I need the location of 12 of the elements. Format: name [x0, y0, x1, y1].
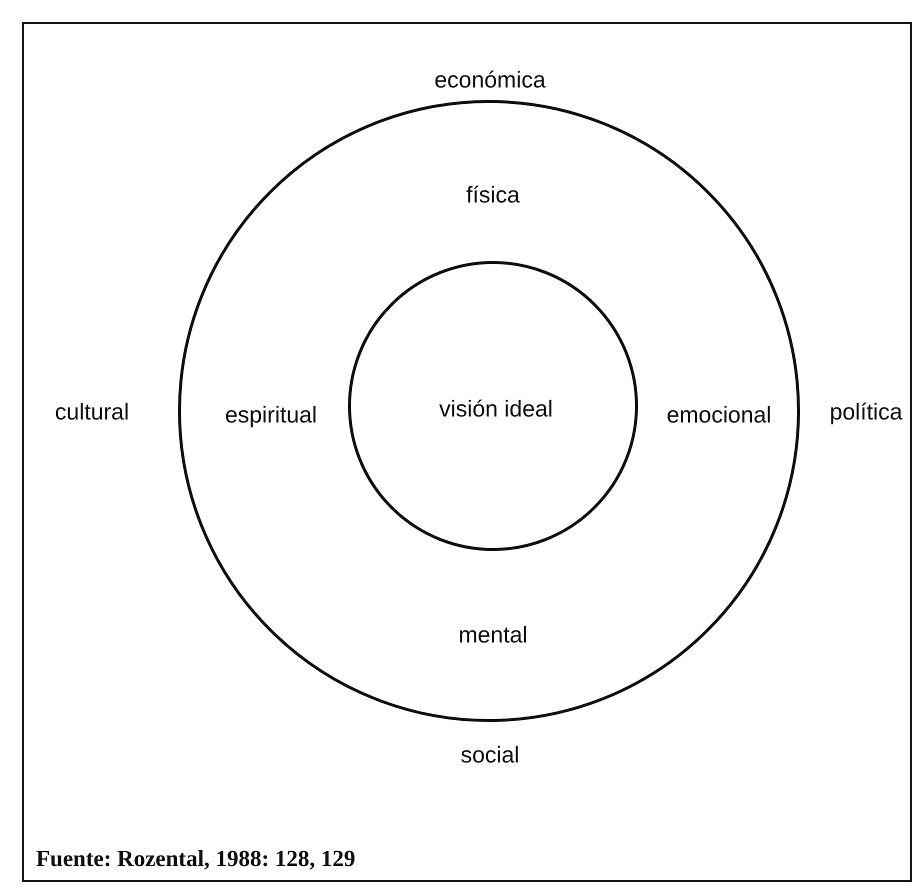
source-caption: Fuente: Rozental, 1988: 128, 129	[36, 846, 356, 872]
outer-label: social	[460, 742, 520, 768]
inner-circle	[348, 261, 638, 551]
outer-circle	[178, 100, 800, 722]
circle-label: emocional	[666, 402, 772, 428]
circle-label: mental	[458, 622, 528, 648]
circle-label: visión ideal	[439, 396, 553, 422]
circle-label: espiritual	[224, 402, 318, 428]
outer-label: cultural	[54, 398, 130, 426]
circle-label: física	[466, 182, 520, 208]
outer-label: política	[830, 398, 902, 426]
outer-label: económica	[434, 66, 546, 94]
